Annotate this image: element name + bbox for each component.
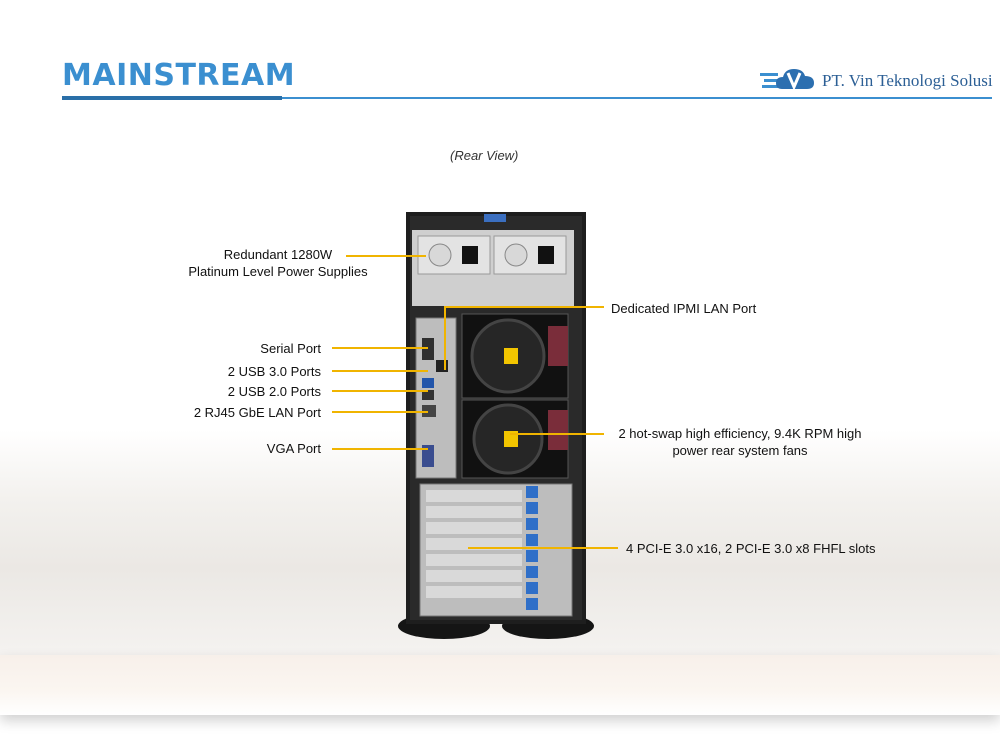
callout-serial: Serial Port — [260, 341, 321, 356]
callout-psu: Redundant 1280W Platinum Level Power Sup… — [176, 246, 380, 280]
callout-fans-line1: 2 hot-swap high efficiency, 9.4K RPM hig… — [618, 426, 862, 441]
leader-pcie — [468, 547, 618, 549]
leader-usb2 — [332, 390, 428, 392]
leader-psu — [346, 255, 426, 257]
company-logo: PT. Vin Teknologi Solusi — [760, 64, 993, 98]
callout-pcie: 4 PCI-E 3.0 x16, 2 PCI-E 3.0 x8 FHFL slo… — [626, 541, 876, 556]
leader-ipmi — [444, 306, 604, 308]
callout-usb2: 2 USB 2.0 Ports — [227, 384, 321, 399]
callout-psu-line2: Platinum Level Power Supplies — [188, 264, 368, 279]
title-underline — [62, 96, 992, 100]
company-name: PT. Vin Teknologi Solusi — [822, 71, 993, 90]
callout-vga: VGA Port — [266, 441, 321, 456]
callout-ipmi: Dedicated IPMI LAN Port — [611, 301, 757, 316]
view-caption: (Rear View) — [450, 148, 519, 163]
callout-fans: 2 hot-swap high efficiency, 9.4K RPM hig… — [602, 425, 878, 459]
callout-psu-line1: Redundant 1280W — [223, 247, 333, 262]
leader-fans — [510, 433, 604, 435]
server-rear-view-image — [398, 212, 594, 639]
callout-lan: 2 RJ45 GbE LAN Port — [193, 405, 321, 420]
page-title: MAINSTREAM — [62, 58, 296, 93]
leader-lan — [332, 411, 428, 413]
background-floor — [0, 655, 1000, 715]
leader-ipmi-drop — [444, 306, 446, 370]
leader-serial — [332, 347, 428, 349]
callout-fans-line2: power rear system fans — [672, 443, 808, 458]
company-logo-icon — [760, 69, 814, 91]
callout-usb3: 2 USB 3.0 Ports — [227, 364, 321, 379]
leader-usb3 — [332, 370, 428, 372]
leader-vga — [332, 448, 428, 450]
